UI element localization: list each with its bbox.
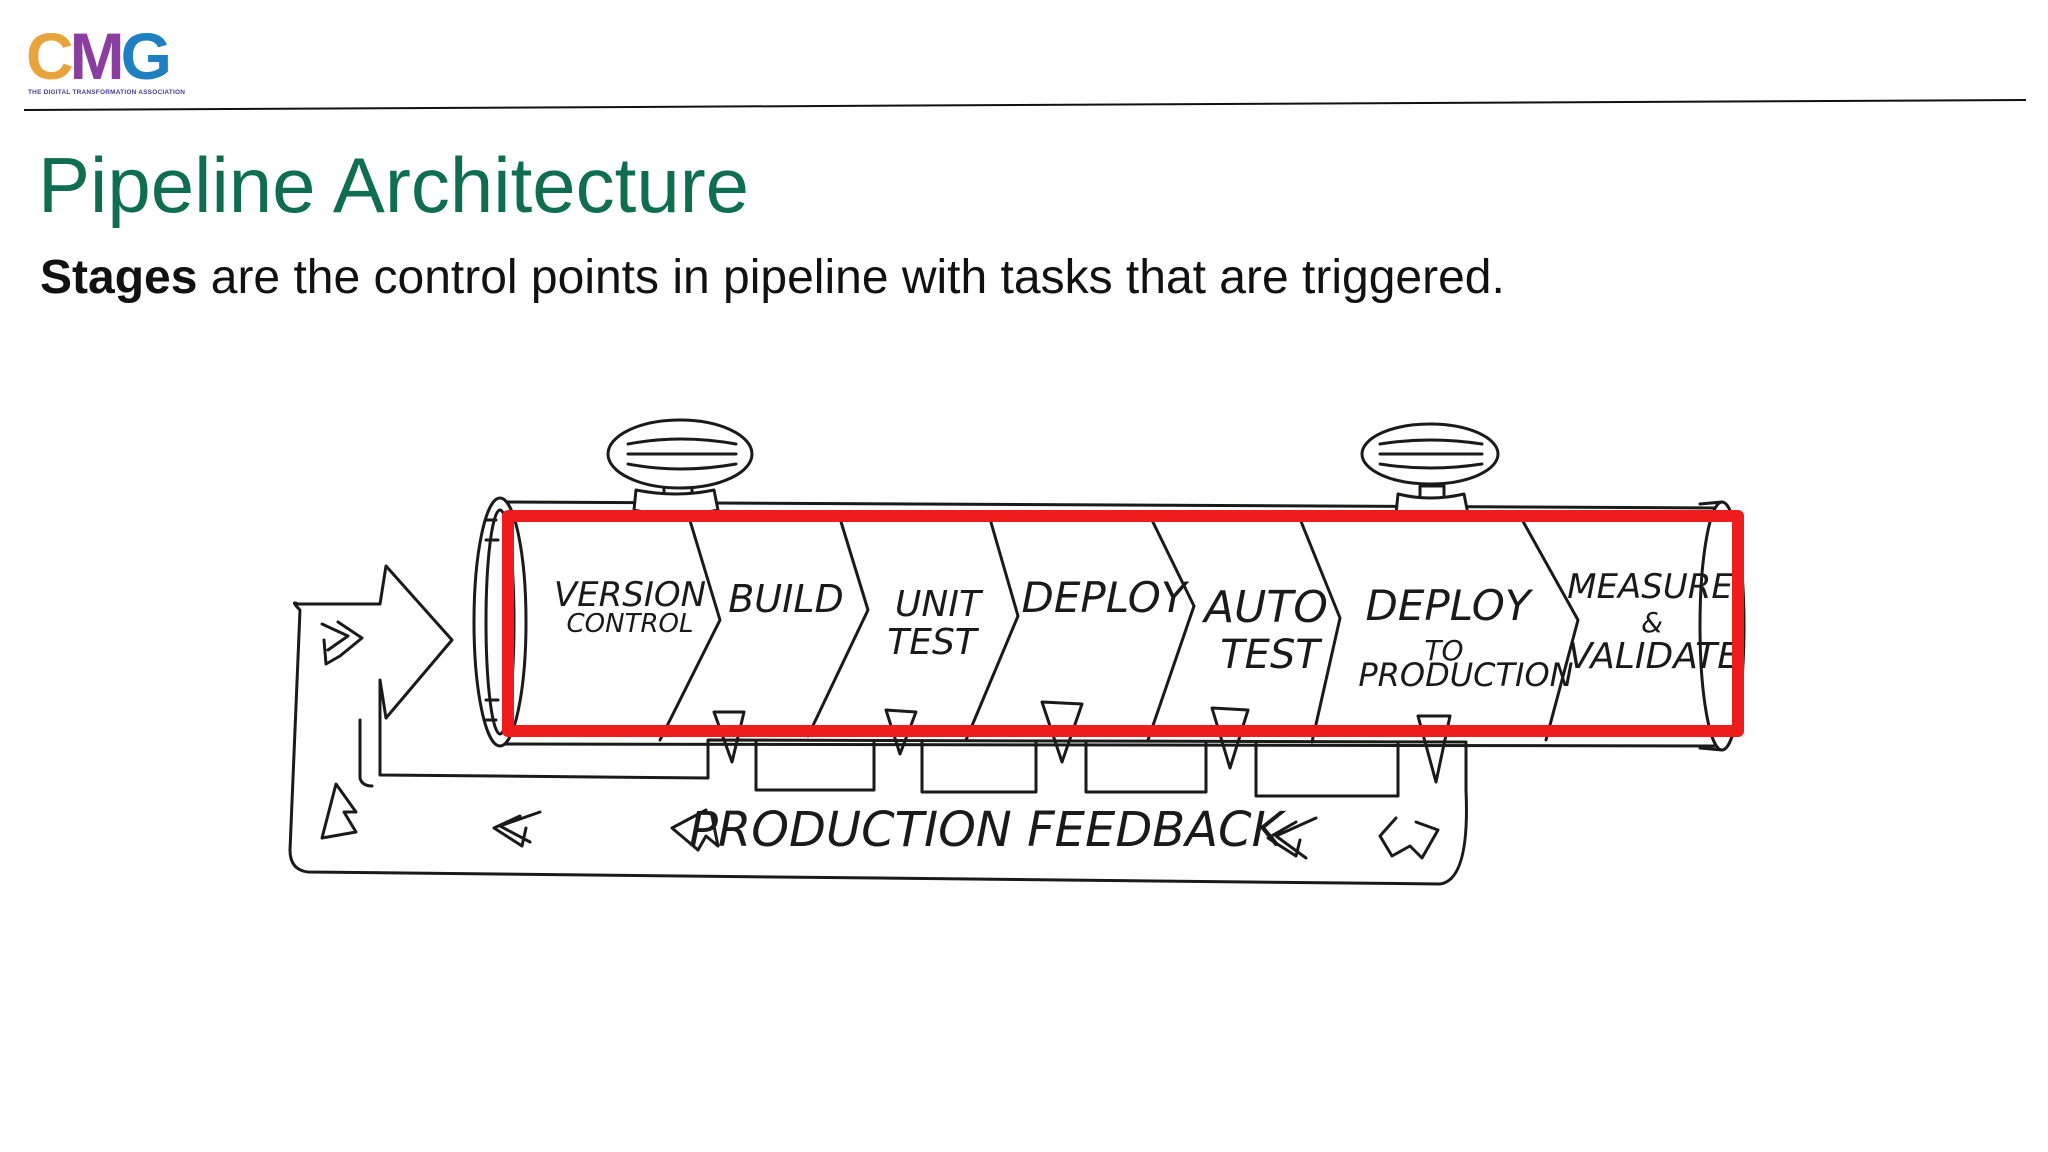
stage-label-deploy-prod-2: TO bbox=[1424, 634, 1463, 667]
feedback-arrow-left-2-icon bbox=[670, 808, 720, 852]
stage-label-measure: MEASURE bbox=[1567, 567, 1733, 607]
stage-divider-2 bbox=[806, 510, 870, 738]
slide-subtitle: Stages are the control points in pipelin… bbox=[40, 248, 1505, 308]
drop-arrow-5-icon bbox=[1416, 714, 1452, 784]
stage-divider-5 bbox=[1296, 512, 1342, 744]
feedback-slot-3 bbox=[1084, 740, 1208, 794]
stage-label-unit-test: UNIT bbox=[895, 584, 984, 625]
pipe-end-left bbox=[472, 496, 528, 748]
stage-label-deploy-prod-3: PRODUCTION bbox=[1358, 656, 1573, 694]
stage-divider-6 bbox=[1518, 514, 1580, 742]
loop-arrow-right-icon bbox=[320, 620, 364, 666]
subtitle-text: are the control points in pipeline with … bbox=[197, 251, 1505, 304]
feedback-channel-edge bbox=[358, 718, 374, 788]
stage-label-measure-3: VALIDATE bbox=[1568, 636, 1740, 677]
feedback-loop-outer bbox=[288, 564, 1468, 886]
stages-highlight-box bbox=[502, 510, 1744, 737]
feedback-arrow-left-4-icon bbox=[1378, 816, 1440, 860]
loop-arrow-up-icon bbox=[320, 782, 358, 840]
subtitle-bold-term: Stages bbox=[40, 251, 198, 304]
valve-right-icon bbox=[1360, 422, 1500, 521]
cmg-logo[interactable]: CMG THE DIGITAL TRANSFORMATION ASSOCIATI… bbox=[26, 19, 201, 100]
stage-label-version-control-2: CONTROL bbox=[567, 609, 694, 639]
feedback-slot-1 bbox=[754, 740, 876, 792]
stage-divider-1 bbox=[658, 512, 722, 742]
stage-label-deploy-prod: DEPLOY bbox=[1365, 581, 1533, 630]
slide-title: Pipeline Architecture bbox=[38, 141, 750, 229]
stage-label-auto-test-2: TEST bbox=[1220, 632, 1323, 678]
stage-label-version-control: VERSION bbox=[554, 575, 706, 615]
logo-letter-m: M bbox=[69, 19, 125, 93]
stage-divider-4 bbox=[1146, 510, 1196, 742]
feedback-label: PRODUCTION FEEDBACK bbox=[689, 802, 1287, 858]
valve-left-icon bbox=[606, 418, 754, 517]
feedback-arrow-left-3-icon bbox=[1266, 816, 1318, 860]
stage-label-auto-test: AUTO bbox=[1201, 582, 1328, 633]
stage-label-measure-2: & bbox=[1641, 606, 1663, 639]
stage-label-deploy: DEPLOY bbox=[1021, 573, 1189, 622]
logo-letter-c: C bbox=[26, 19, 74, 93]
stage-divider-3 bbox=[964, 510, 1020, 742]
logo-letter-g: G bbox=[120, 19, 172, 93]
stage-label-build: BUILD bbox=[728, 577, 844, 621]
logo-tagline: THE DIGITAL TRANSFORMATION ASSOCIATION bbox=[28, 89, 186, 96]
feedback-slot-4 bbox=[1254, 740, 1400, 798]
stage-label-unit-test-2: TEST bbox=[887, 622, 980, 663]
logo-wordmark: CMG bbox=[26, 18, 172, 94]
feedback-arrow-left-1-icon bbox=[492, 810, 542, 848]
drop-arrow-4-icon bbox=[1210, 706, 1250, 770]
feedback-slot-2 bbox=[920, 740, 1038, 794]
